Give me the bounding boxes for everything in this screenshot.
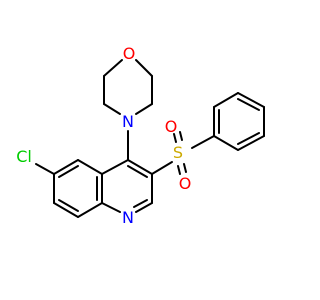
bond-c4a-c4: [101, 159, 129, 175]
bond-c3-s: [151, 161, 173, 175]
bond-c6-cl: [35, 163, 55, 175]
bond-ph-3-4-inner: [237, 98, 260, 111]
atom-labels: O N Cl S O O N: [16, 44, 191, 227]
bond-ph-5-6-inner: [237, 132, 260, 145]
bond-c2-n1-inner: [133, 199, 148, 208]
atom-oxygen-morpholine: O: [123, 44, 136, 63]
bond-s-o-top-a: [173, 133, 177, 143]
bond-c7-c8: [53, 202, 79, 218]
bond-n1-c8a: [101, 202, 121, 213]
bond-c4a-c5: [77, 159, 103, 175]
molecule-structure: O N Cl S O O N: [0, 0, 300, 300]
bond-c2-n1: [135, 202, 153, 213]
bond-c4-c3: [127, 159, 153, 175]
atom-oxygen-sulfonyl-bottom: O: [179, 174, 192, 193]
bond-s-o-bottom-b: [183, 163, 187, 173]
bond-c4-c3-inner: [127, 165, 148, 178]
bond-ph-5-6: [237, 135, 265, 151]
atom-sulfur: S: [173, 143, 183, 162]
bond-c7-c8-inner: [58, 199, 79, 212]
bond-c8-c8a: [77, 202, 103, 218]
atom-chlorine: Cl: [16, 147, 32, 166]
bond-ph-6-1: [213, 135, 239, 151]
bond-morph-c4-o: [135, 59, 153, 77]
bond-morph-n-c3: [135, 103, 153, 115]
bond-ph-2-3: [213, 92, 239, 108]
bond-s-o-top-b: [179, 131, 183, 141]
atom-nitrogen-morpholine: N: [122, 112, 134, 131]
atom-oxygen-sulfonyl-top: O: [165, 117, 178, 136]
bond-c5-c6-inner: [58, 165, 79, 178]
atom-nitrogen-quinoline: N: [122, 208, 134, 227]
background: [0, 0, 300, 300]
bond-ph-3-4: [237, 92, 265, 108]
bond-c5-c6: [53, 159, 79, 175]
bonds: [35, 59, 265, 218]
bond-morph-c2-n: [103, 103, 121, 115]
bond-s-phenyl: [191, 135, 215, 149]
bond-s-o-bottom-a: [177, 165, 181, 175]
bond-morph-o-c1: [103, 59, 123, 77]
